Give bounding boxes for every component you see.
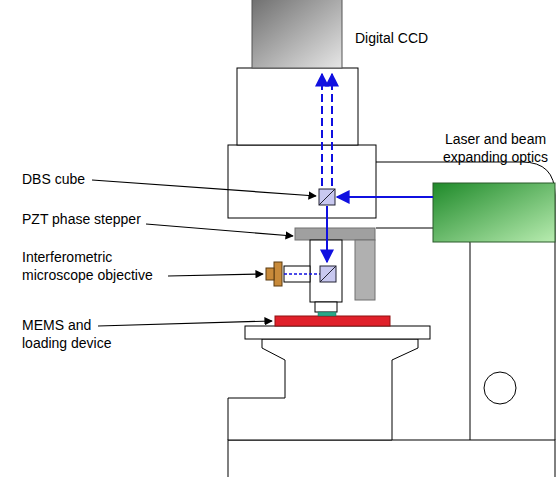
beam-splitter xyxy=(320,266,336,282)
arm-outer xyxy=(376,162,555,440)
dbs-cube xyxy=(319,189,335,205)
objective-tip xyxy=(315,302,337,312)
beam-splitter-diagonal xyxy=(320,266,336,282)
pzt-plate xyxy=(295,228,375,240)
beam-up xyxy=(321,74,323,186)
part-label: Digital CCD xyxy=(355,29,475,47)
laser-box xyxy=(433,183,555,242)
reference-beam xyxy=(284,273,322,275)
leader-line xyxy=(168,274,263,276)
part-label: DBS cube xyxy=(22,170,142,188)
leader-line xyxy=(146,224,293,236)
tube xyxy=(237,68,358,145)
ccd-camera xyxy=(252,0,342,68)
laser-beam xyxy=(337,196,433,198)
dbs-diagonal xyxy=(319,189,335,205)
beam-up xyxy=(331,74,333,186)
part-label: Laser and beam expanding optics xyxy=(433,130,558,166)
loading-device xyxy=(275,316,390,326)
mirror-knob xyxy=(266,268,274,280)
part-label: PZT phase stepper xyxy=(22,210,182,228)
part-label: MEMS and loading device xyxy=(22,316,122,352)
part-label: Interferometric microscope objective xyxy=(22,248,172,284)
mems-sample xyxy=(318,312,336,316)
pzt-block xyxy=(355,240,375,300)
leader-line xyxy=(92,180,316,196)
base xyxy=(228,440,555,477)
reference-mirror xyxy=(274,262,282,286)
focus-knob xyxy=(484,372,516,404)
stand xyxy=(228,339,418,440)
microscope-head xyxy=(228,145,376,218)
stage-plate xyxy=(245,326,430,339)
beam-down xyxy=(326,206,328,262)
leader-line xyxy=(98,321,272,326)
